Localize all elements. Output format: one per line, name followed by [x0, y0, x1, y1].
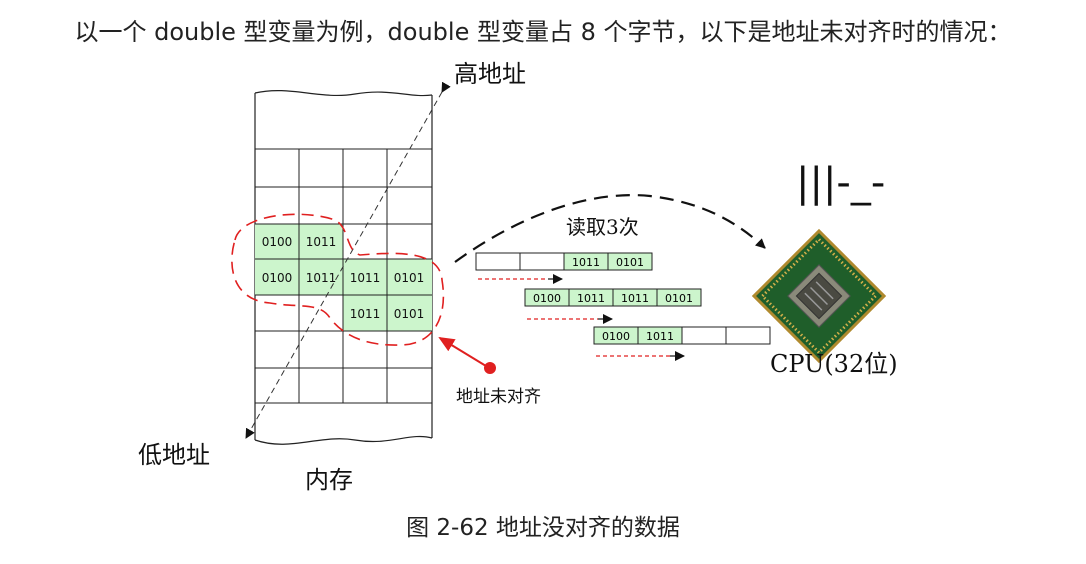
- misaligned-label: 地址未对齐: [456, 387, 541, 407]
- low-address-label: 低地址: [138, 441, 210, 469]
- read-cell: 1011: [572, 256, 600, 269]
- read-row-1: 1011 0101: [475, 252, 653, 284]
- misaligned-pointer: [438, 336, 496, 374]
- read-cell: 0100: [602, 330, 630, 343]
- memory-cell: 0100: [262, 235, 293, 249]
- read-cell: 0101: [616, 256, 644, 269]
- intro-paragraph: 以一个 double 型变量为例，double 型变量占 8 个字节，以下是地址…: [74, 18, 1012, 46]
- memory-cell: 0101: [394, 271, 425, 285]
- memory-cell: 1011: [306, 271, 337, 285]
- read-cell: 0101: [665, 292, 693, 305]
- misaligned-outline: [231, 213, 445, 346]
- read-cell: 0100: [533, 292, 561, 305]
- read-row-2: 0100 1011 1011 0101: [524, 288, 702, 324]
- memory-cell: 1011: [350, 271, 381, 285]
- memory-label: 内存: [305, 466, 353, 494]
- figure-caption: 图 2-62 地址没对齐的数据: [406, 515, 680, 541]
- emoticon-label: |||-_-: [796, 160, 885, 206]
- address-direction-arrow: [245, 81, 451, 439]
- memory-cell: 1011: [306, 235, 337, 249]
- read-row-3: 0100 1011: [593, 326, 771, 361]
- memory-cell: 0101: [394, 307, 425, 321]
- read-cell: 1011: [577, 292, 605, 305]
- high-address-label: 高地址: [454, 60, 526, 88]
- memory-cell: 1011: [350, 307, 381, 321]
- cpu-label: CPU(32位): [770, 350, 898, 378]
- read-cell: 1011: [621, 292, 649, 305]
- memory-cell: 0100: [262, 271, 293, 285]
- cpu-chip-icon: [751, 228, 887, 364]
- read-count-label: 读取3次: [566, 215, 639, 239]
- read-flow-arrow: [454, 194, 766, 263]
- read-cell: 1011: [646, 330, 674, 343]
